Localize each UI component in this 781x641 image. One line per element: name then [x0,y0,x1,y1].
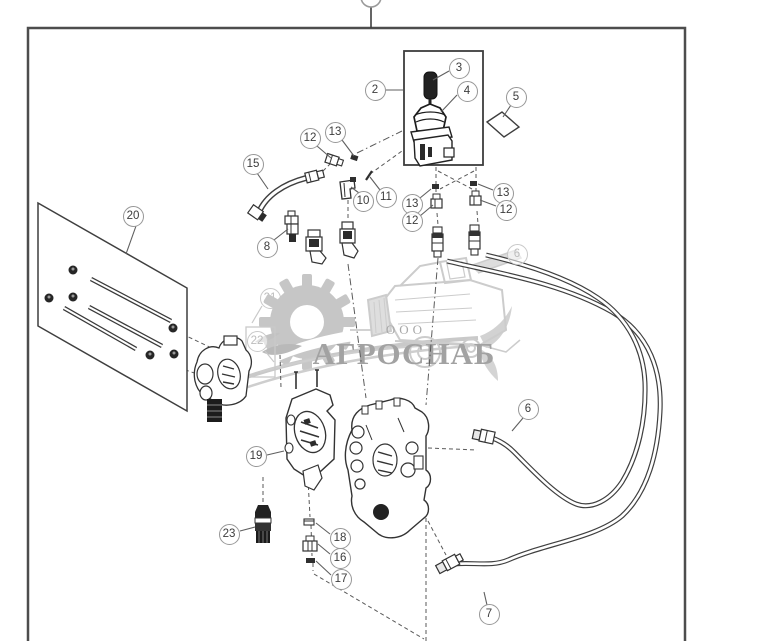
callout-20[interactable]: 20 [122,205,144,227]
callout-13-3[interactable]: 13 [492,182,514,204]
callout-3[interactable]: 3 [448,57,470,79]
callout-11[interactable]: 11 [375,186,397,208]
valve-8-drawing [284,210,299,242]
callout-5[interactable]: 5 [505,86,527,108]
drawing-frame [26,26,687,641]
nut-13-mid-left [432,184,439,189]
callout-16[interactable]: 16 [329,547,351,569]
light-leader-lines [251,305,275,363]
elbow-fitting-10 [339,177,356,200]
watermark-logo: ООО АГРОСНАБ [237,249,523,390]
watermark-brand: АГРОСНАБ [313,336,496,371]
callout-12-3[interactable]: 12 [495,199,517,221]
fitting-16-drawing [302,535,318,552]
leader-lines [125,70,524,606]
callout-15[interactable]: 15 [242,153,264,175]
callout-13-2[interactable]: 13 [401,193,423,215]
callout-2[interactable]: 2 [364,79,386,101]
fitting-12-mid-left [430,193,443,209]
pilot-valve-drawing [193,335,253,422]
watermark-org-type: ООО [386,322,426,337]
callout-17[interactable]: 17 [330,568,352,590]
callout-23[interactable]: 23 [218,523,240,545]
callout-4[interactable]: 4 [456,80,478,102]
callout-8[interactable]: 8 [256,236,278,258]
fitting-17-drawing [306,558,315,563]
callout-6[interactable]: 6 [506,243,528,265]
joystick-knob [423,71,438,100]
hose-7-drawing [446,258,663,567]
callout-13[interactable]: 13 [324,121,346,143]
joystick-drawing [403,50,484,167]
panel-20-drawing [37,201,188,413]
callout-12[interactable]: 12 [299,127,321,149]
callout-1-partial-icon [360,0,382,8]
decal-drawing [485,111,521,138]
hose-6-drawing [485,252,648,509]
joystick-kit-box [403,50,484,166]
callout-12-2[interactable]: 12 [401,210,423,232]
fitting-12-mid-right [469,190,482,206]
relief-valve-right [339,221,359,259]
solenoid-23-drawing [254,505,272,543]
hose-15-drawing [246,169,326,222]
hose-end-fitting-left [431,226,444,258]
relief-valve-left [305,229,327,265]
nut-13-left [350,154,359,162]
callout-7[interactable]: 7 [478,603,500,625]
main-valve-drawing [344,397,432,539]
callout-10[interactable]: 10 [352,190,374,212]
valve-19-drawing [284,369,336,491]
nut-13-mid-right [470,181,477,186]
fitting-18-drawing [303,518,315,526]
hose-end-fitting-right [468,224,481,256]
watermark-text: ООО АГРОСНАБ [313,322,496,371]
fitting-12-left [324,152,345,167]
callout-6-2[interactable]: 6 [517,398,539,420]
callout-18[interactable]: 18 [329,527,351,549]
hose-6-elbow-fitting [471,428,496,445]
pin-11 [365,170,373,181]
callout-22[interactable]: 22 [246,330,268,352]
callout-19[interactable]: 19 [245,445,267,467]
hose-7-end-fitting [434,552,465,575]
joystick-boot [413,103,447,132]
